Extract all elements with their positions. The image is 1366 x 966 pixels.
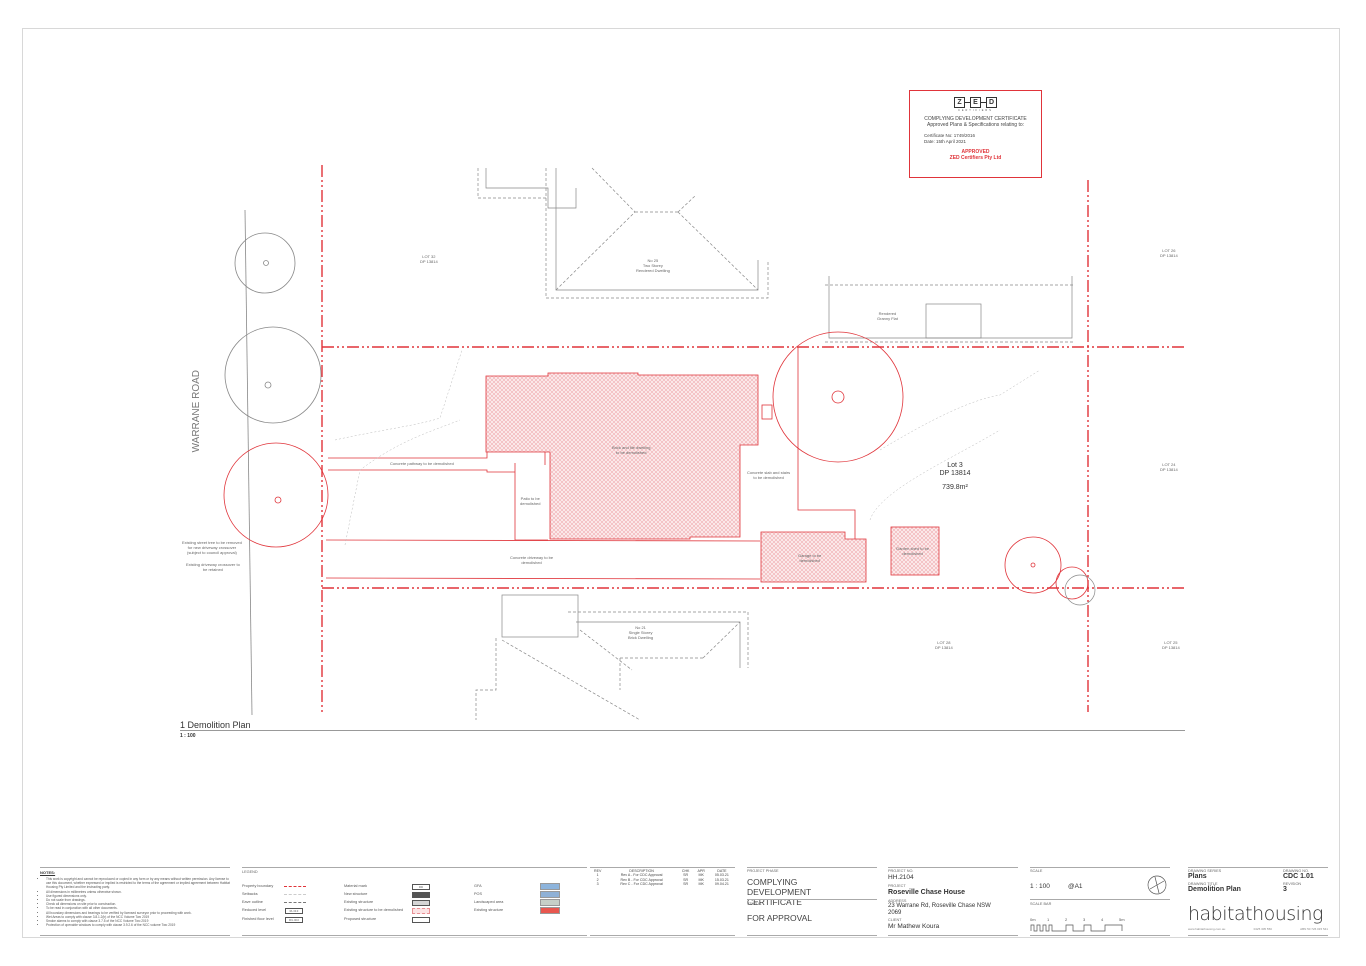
notes-panel: NOTES: This work is copyright and cannot…	[40, 867, 230, 937]
north-arrow-icon	[1147, 875, 1167, 895]
drawing-info-panel: DRAWING SERIES Plans DRAWING NO. CDC 1.0…	[1188, 867, 1328, 937]
neighbour-lot-label: LOT 32 DP 13814	[420, 254, 438, 264]
legend-swatch-existing-shadow	[540, 907, 560, 914]
drawing-number: CDC 1.01	[1283, 873, 1314, 880]
certificate-heading: COMPLYING DEVELOPMENT CERTIFICATE	[924, 116, 1027, 122]
view-scale: 1 : 100	[180, 733, 196, 739]
legend-swatch-landscape	[540, 899, 560, 906]
revision-row: 1 Rev A - For CDC Approval SR MK 05.03.2…	[596, 873, 729, 878]
south-dwelling-label: No 21 Single Storey Brick Dwelling	[628, 625, 654, 640]
certificate-date: Date: 15th April 2021	[924, 139, 967, 144]
neighbour-lot-label: LOT 28 DP 13814	[935, 640, 953, 650]
certifier-stamp: Z E D CERTIFIERS COMPLYING DEVELOPMENT C…	[909, 90, 1042, 178]
drawing-status: FOR APPROVAL	[747, 913, 813, 923]
legend-swatch-proposed	[412, 917, 430, 923]
project-number: HH.2104	[888, 874, 914, 881]
drawing-series: Plans	[1188, 873, 1207, 880]
legend-panel: LEGEND Property boundary Setbacks Eave o…	[242, 867, 587, 937]
road-name: WARRANE ROAD	[191, 370, 202, 453]
lot-label: Lot 3 DP 13814 739.8m²	[939, 462, 971, 491]
zed-logo: Z E D	[910, 97, 1041, 108]
neighbour-lot-label: LOT 25 DP 13814	[1162, 640, 1180, 650]
brand-footer: www.habitathousing.com.au 0425 305 550 A…	[1188, 927, 1328, 931]
view-title-rule	[180, 730, 1185, 731]
legend-swatch-setbacks	[284, 894, 306, 895]
legend-swatch-gfa	[540, 883, 560, 890]
main-house-demolition-note: Brick and tile dwelling to be demolished	[612, 445, 651, 455]
legend-swatch-eave	[284, 902, 306, 903]
certifier-name: ZED Certifiers Pty Ltd	[949, 155, 1002, 161]
granny-flat-label: Rendered Granny Flat	[877, 311, 898, 321]
scale-panel: SCALE 1 : 100 @A1 SCALE BAR 0m 1 2 3 4 5…	[1030, 867, 1170, 937]
certificate-number: Certificate No: 1749/2016	[924, 133, 976, 138]
legend-swatch-boundary	[284, 886, 306, 887]
project-name: Roseville Chase House	[888, 889, 966, 896]
sheet-size: @A1	[1068, 883, 1083, 890]
north-dwelling-label: No 25 Two Storey Rendered Dwelling	[636, 258, 670, 273]
street-tree-note: Existing street tree to be removed for n…	[182, 540, 242, 555]
revision-row: 2 Rev B - For CDC Approval SR MK 15.03.2…	[596, 877, 729, 882]
drawing-scale: 1 : 100	[1030, 883, 1050, 890]
revision-number: 3	[1283, 886, 1287, 893]
pathway-demolition-note: Concrete pathway to be demolished	[390, 461, 454, 466]
project-info-panel: PROJECT NO. HH.2104 PROJECT Roseville Ch…	[888, 867, 1018, 937]
drawing-title: Demolition Plan	[1188, 886, 1241, 893]
brand-logo: habitathousing	[1188, 903, 1323, 925]
revision-table: REV DESCRIPTION CHK APR DATE 1 Rev A - F…	[590, 867, 735, 937]
project-phase: COMPLYING DEVELOPMENT CERTIFICATE	[747, 877, 812, 907]
approval-status: APPROVED	[961, 149, 990, 155]
legend-swatch-existing	[412, 900, 430, 906]
patio-demolition-note: Patio to be demolished	[520, 496, 541, 506]
client-name: Mr Mathew Koura	[888, 923, 940, 930]
view-title: 1 Demolition Plan	[180, 720, 251, 730]
shed-demolition-note: Garden shed to be demolished	[896, 546, 930, 556]
project-phase-panel: PROJECT PHASE COMPLYING DEVELOPMENT CERT…	[747, 867, 877, 937]
legend-swatch-demolish	[412, 908, 430, 914]
legend-swatch-new	[412, 892, 430, 898]
neighbour-lot-label: LOT 26 DP 13814	[1160, 248, 1178, 258]
driveway-demolition-note: Concrete driveway to be demolished	[510, 555, 554, 565]
crossover-note: Existing driveway crossover to be retain…	[186, 562, 240, 572]
slab-demolition-note: Concrete slab and stairs to be demolishe…	[747, 470, 791, 480]
project-address: 23 Warrane Rd, Roseville Chase NSW 2069	[888, 903, 991, 916]
neighbour-lot-label: LOT 24 DP 13814	[1160, 462, 1178, 472]
scale-bar	[1030, 924, 1123, 932]
garage-demolition-note: Garage to be demolished	[798, 553, 822, 563]
revision-row: 3 Rev C - For CDC Approval SR MK 09.04.2…	[596, 882, 729, 887]
legend-swatch-pos	[540, 891, 560, 898]
